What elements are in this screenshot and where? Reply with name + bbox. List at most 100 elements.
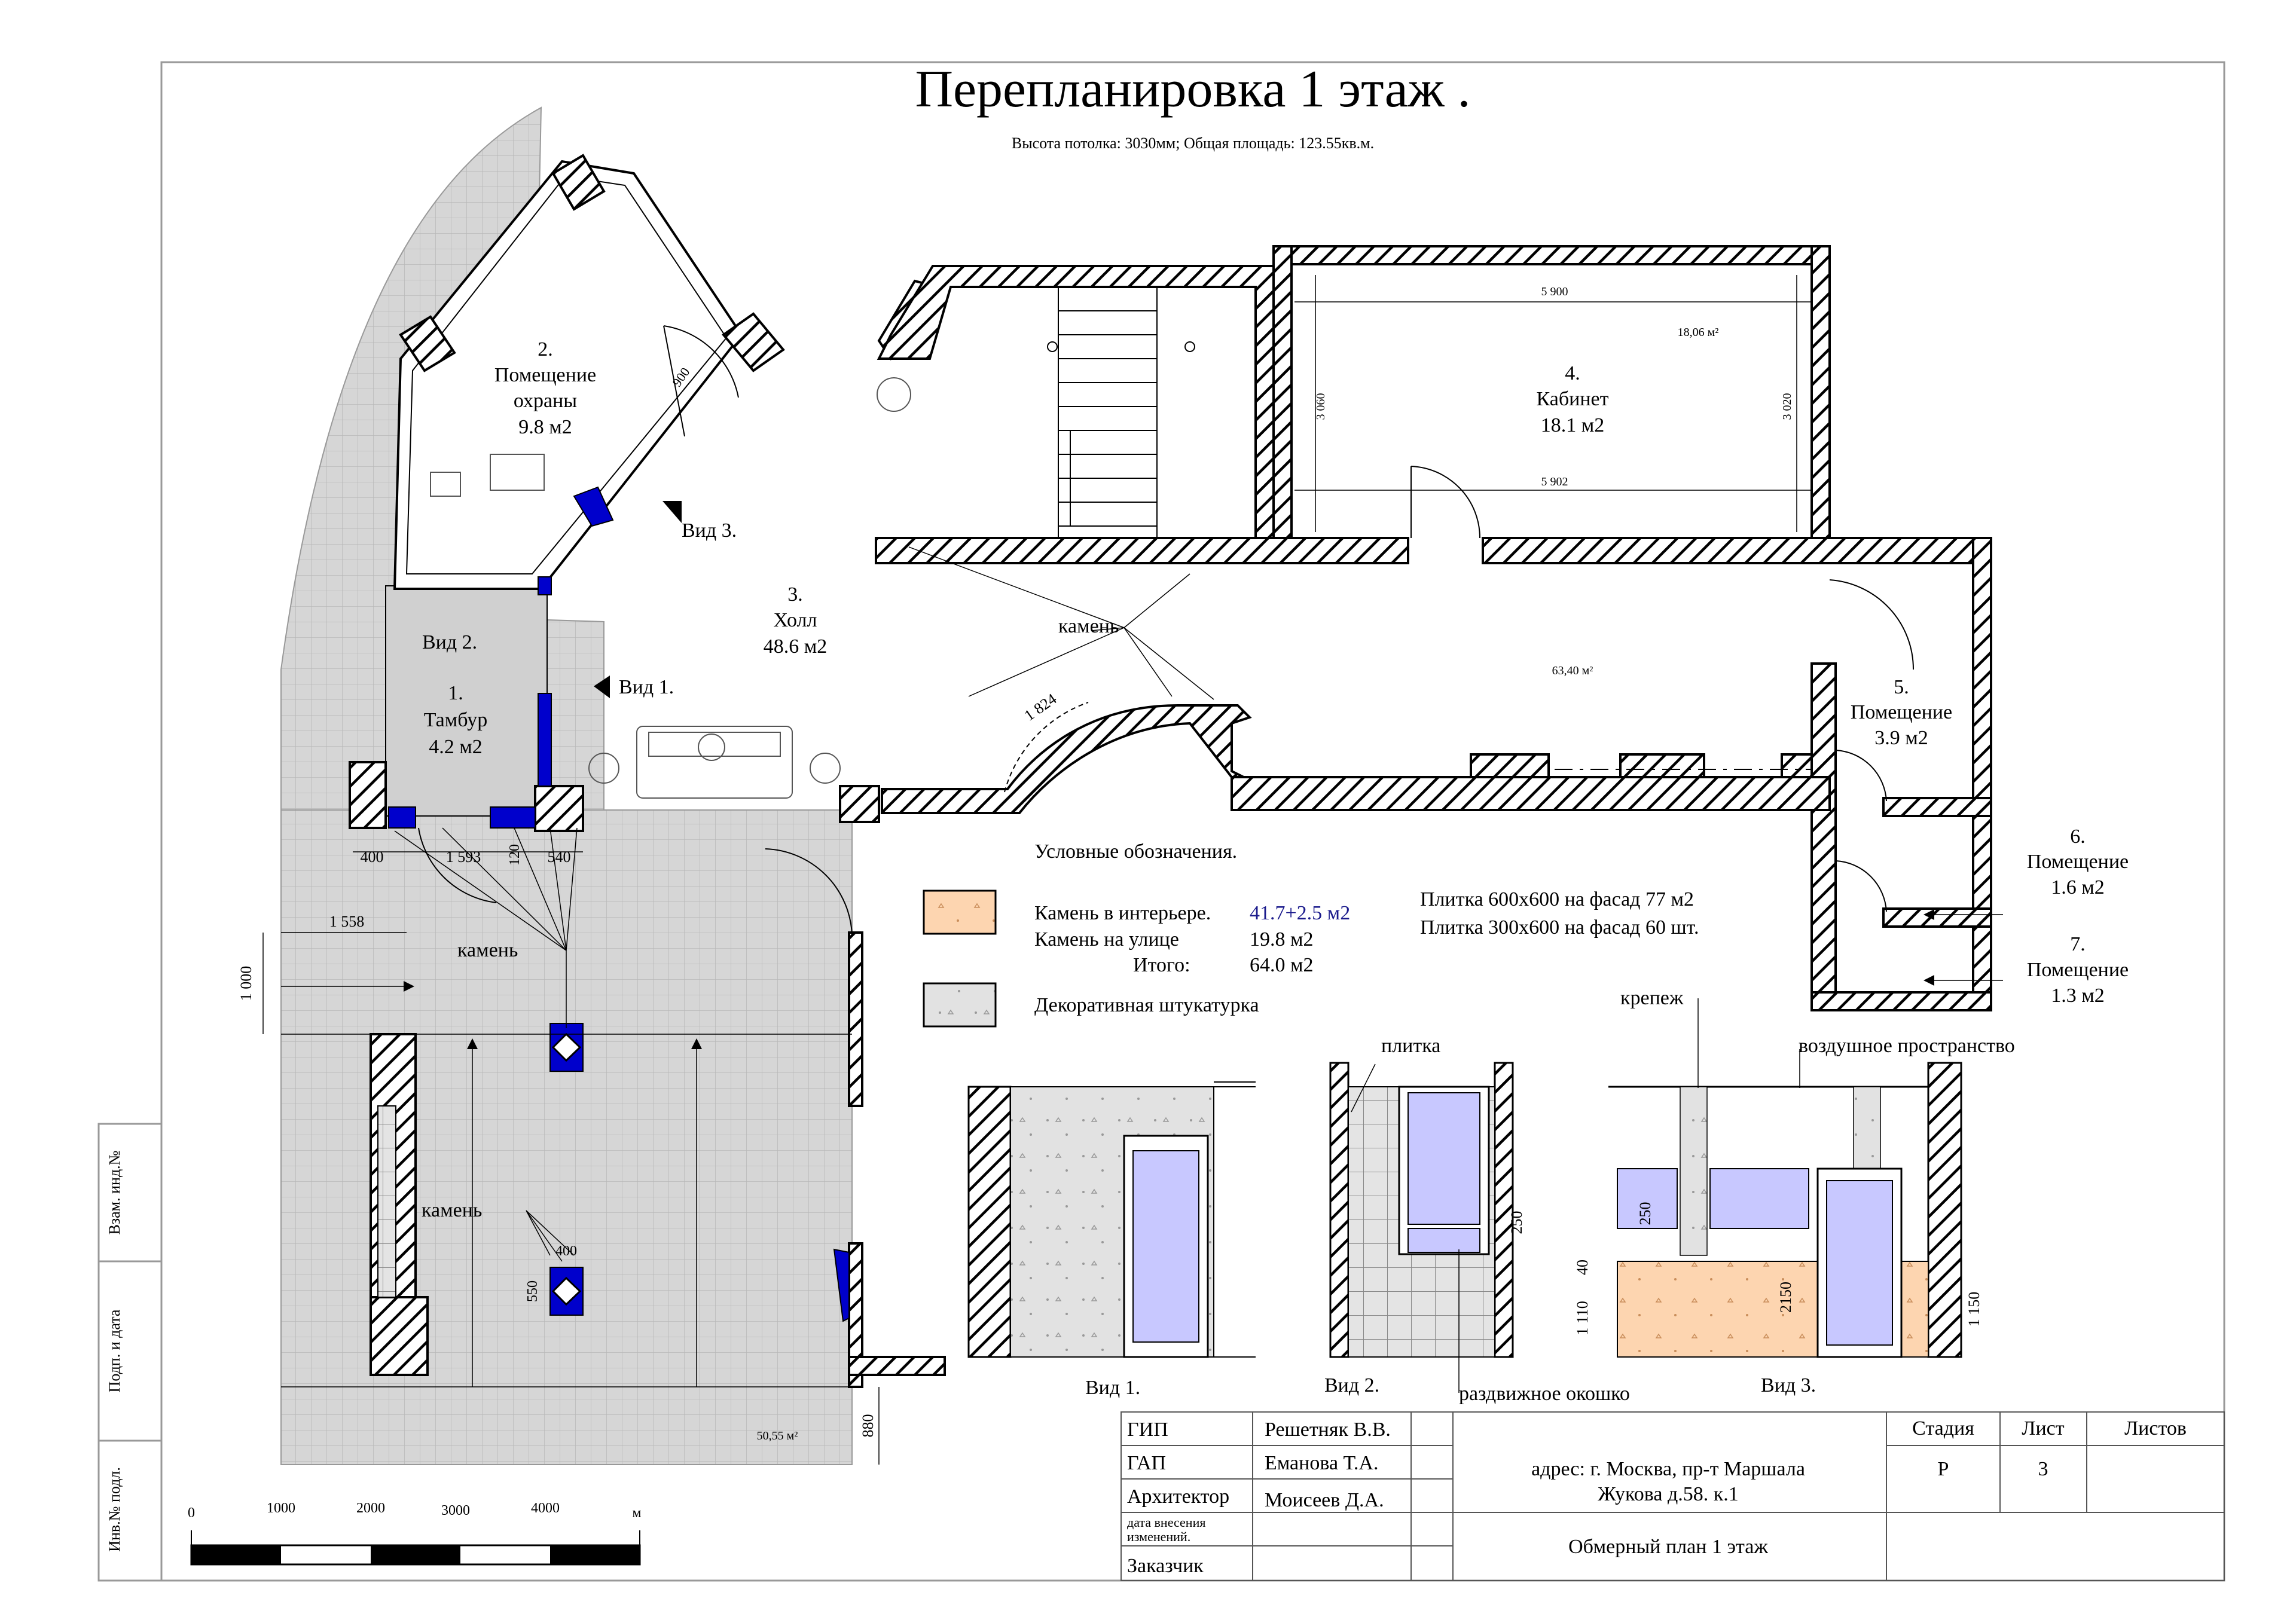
dim-1558: 1 558 — [329, 913, 365, 930]
room1-area: 4.2 м2 — [429, 736, 483, 758]
legend-title: Условные обозначения. — [1034, 840, 1237, 863]
entrance-terrace — [280, 809, 853, 1465]
legend-plaster: Декоративная штукатурка — [1034, 994, 1259, 1016]
tb-role-gap: ГАП — [1127, 1452, 1166, 1474]
plan-view2-label: Вид 2. — [422, 631, 477, 653]
dim-1110: 1 110 — [1574, 1301, 1591, 1335]
page-title: Перепланировка 1 этаж . — [915, 60, 1470, 118]
scale-tick-2000: 2000 — [356, 1500, 385, 1516]
tambour-floor — [385, 585, 548, 817]
stone-label-entrance: камень — [457, 939, 518, 961]
room7-name: Помещение — [2027, 959, 2129, 981]
dim-550: 550 — [525, 1280, 541, 1302]
view1-marker — [594, 676, 610, 698]
tb-role-architect: Архитектор — [1127, 1486, 1229, 1508]
tb-sheets-header: Листов — [2124, 1417, 2187, 1439]
view3-marker — [662, 501, 682, 523]
area-hall: 63,40 м² — [1552, 664, 1593, 677]
section3-label: Вид 3. — [1761, 1374, 1816, 1396]
tb-name-architect: Моисеев Д.А. — [1265, 1489, 1384, 1511]
room3-name: Холл — [774, 609, 817, 631]
stone-label-terrace: камень — [422, 1199, 482, 1221]
doors — [418, 325, 1915, 936]
room5-name: Помещение — [1851, 701, 1952, 723]
section-view-3 — [1608, 998, 1962, 1358]
room5-area: 3.9 м2 — [1874, 727, 1928, 749]
side-stamp-frame — [97, 1123, 163, 1582]
dim-1000: 1 000 — [237, 966, 255, 1001]
room2-area: 9.8 м2 — [518, 416, 572, 438]
exterior-dim-lines — [262, 851, 880, 1465]
tb-name-gap: Еманова Т.А. — [1265, 1452, 1378, 1474]
scale-unit: м — [632, 1505, 641, 1521]
room7-area: 1.3 м2 — [2051, 985, 2105, 1007]
tb-sheet-header: Лист — [2022, 1417, 2064, 1439]
dim-40: 40 — [1574, 1260, 1591, 1275]
stone-label-hall: камень — [1058, 615, 1119, 637]
walls — [349, 154, 1992, 1388]
room7-num: 7. — [2070, 933, 2086, 955]
area-office: 18,06 м² — [1678, 326, 1719, 339]
scale-tick-3000: 3000 — [441, 1503, 470, 1518]
section2-label: Вид 2. — [1324, 1374, 1379, 1396]
room4-area: 18.1 м2 — [1541, 414, 1605, 436]
tb-name-gip: Решетняк В.В. — [1265, 1419, 1391, 1441]
tb-stage-header: Стадия — [1912, 1417, 1974, 1439]
plan-view3-label: Вид 3. — [682, 519, 737, 542]
dim-400-a: 400 — [361, 848, 384, 866]
dim-1593: 1 593 — [446, 848, 481, 866]
dim-2150: 2150 — [1777, 1282, 1794, 1313]
legend-stone-interior: Камень в интерьере. — [1034, 902, 1211, 924]
room2-name-line2: охраны — [514, 390, 577, 412]
section-view-1 — [967, 1081, 1256, 1358]
legend-swatch-stone — [923, 890, 997, 935]
legend-total-value: 64.0 м2 — [1250, 954, 1314, 976]
dim-540: 540 — [548, 848, 571, 866]
office-dim-lines — [1294, 275, 1812, 532]
dim-1150: 1 150 — [1965, 1292, 1983, 1327]
plan-view1-label: Вид 1. — [619, 676, 674, 698]
dim-5902: 5 902 — [1541, 475, 1568, 488]
room2-name-line1: Помещение — [494, 364, 596, 386]
air-space-label: воздушное пространство — [1799, 1035, 2015, 1057]
scale-tick-4000: 4000 — [531, 1500, 560, 1516]
tb-stage-value: Р — [1938, 1458, 1949, 1480]
dim-3020: 3 020 — [1781, 393, 1794, 420]
room6-name: Помещение — [2027, 851, 2129, 873]
room4-num: 4. — [1565, 362, 1580, 384]
scale-tick-0: 0 — [188, 1505, 195, 1521]
room4-name: Кабинет — [1537, 388, 1609, 410]
area-outside: 50,55 м² — [757, 1429, 798, 1442]
dim-880: 880 — [859, 1414, 877, 1438]
tb-customer: Заказчик — [1127, 1555, 1204, 1577]
room1-num: 1. — [448, 682, 463, 704]
room6-num: 6. — [2070, 826, 2086, 848]
title-block-frame — [1120, 1411, 2225, 1581]
tb-address-line1: адрес: г. Москва, пр-т Маршала — [1531, 1458, 1805, 1480]
section-view-2 — [1329, 1062, 1514, 1393]
room2-num: 2. — [538, 338, 553, 360]
scale-tick-1000: 1000 — [267, 1500, 295, 1516]
tb-document-title: Обмерный план 1 этаж — [1568, 1536, 1768, 1558]
stamp-sign-date: Подп. и дата — [106, 1309, 123, 1392]
legend-swatch-plaster — [923, 982, 997, 1028]
legend-stone-interior-value: 41.7+2.5 м2 — [1250, 902, 1350, 924]
legend-total: Итого: — [1133, 954, 1190, 976]
room-leader-arrows — [1923, 909, 2003, 986]
section1-label: Вид 1. — [1085, 1377, 1140, 1399]
dim-3060: 3 060 — [1314, 393, 1327, 420]
sliding-window-label: раздвижное окошко — [1459, 1383, 1630, 1405]
fastener-label: крепеж — [1620, 987, 1684, 1009]
dim-250-a: 250 — [1508, 1211, 1525, 1234]
tb-changes-line1: дата внесения — [1127, 1515, 1205, 1530]
stone-leaders — [394, 546, 1214, 1262]
dim-400-b: 400 — [555, 1243, 577, 1259]
dim-250-b: 250 — [1636, 1202, 1654, 1225]
dim-5900: 5 900 — [1541, 285, 1568, 298]
page-subtitle: Высота потолка: 3030мм; Общая площадь: 1… — [1012, 135, 1374, 152]
tb-sheet-value: 3 — [2038, 1458, 2048, 1480]
room1-name: Тамбур — [424, 709, 488, 731]
tb-role-gip: ГИП — [1127, 1419, 1168, 1441]
stamp-inv-original: Инв.№ подл. — [106, 1467, 123, 1552]
tb-changes-line2: изменений. — [1127, 1529, 1190, 1544]
